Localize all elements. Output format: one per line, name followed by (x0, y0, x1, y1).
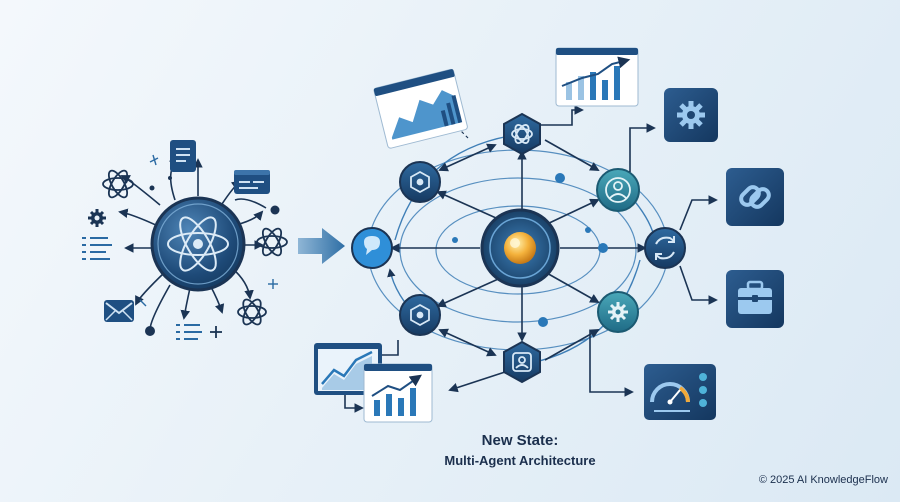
left-hub (150, 196, 246, 292)
agent-node (503, 112, 541, 156)
agent-node (399, 294, 441, 336)
agent-node (596, 168, 640, 212)
spoke (544, 271, 600, 303)
orbit-arrow (394, 131, 517, 241)
right-system (314, 47, 784, 423)
user-profile-icon (605, 177, 631, 203)
gear-icon (608, 302, 628, 322)
caption-subtitle: Multi-Agent Architecture (444, 453, 596, 468)
toolbox-icon (738, 280, 772, 314)
orbit-ring (399, 177, 637, 323)
gear-icon (88, 209, 106, 227)
spoke (438, 143, 497, 172)
list-icon (82, 237, 112, 260)
output-connector (344, 395, 364, 413)
core-hub (480, 208, 560, 288)
connector (149, 284, 171, 331)
line-chart-icon (373, 68, 468, 149)
connector (135, 271, 166, 306)
cube-network-icon (410, 303, 430, 327)
atom-icon (102, 169, 134, 199)
connector (180, 287, 191, 320)
gauge-checklist-icon (650, 373, 707, 412)
output-connector (448, 371, 506, 393)
output-connector (589, 330, 634, 397)
atom-icon (167, 216, 229, 272)
atom-icon (237, 298, 267, 326)
connector (118, 208, 159, 227)
connector (234, 198, 267, 209)
transition-arrow (298, 228, 345, 264)
agent-node (351, 227, 393, 269)
list-icon (176, 324, 202, 340)
agent-node (503, 340, 541, 384)
node-dot (149, 185, 155, 191)
node-dot (585, 227, 591, 233)
output-tile (644, 364, 716, 420)
output-tile (726, 168, 784, 226)
connector (120, 175, 161, 206)
node-dot (452, 237, 458, 243)
document-icon (170, 140, 196, 172)
output-tile (664, 88, 718, 142)
user-shield-icon (512, 352, 532, 372)
spoke (436, 190, 506, 223)
spoke (544, 139, 600, 171)
cube-network-icon (410, 170, 430, 194)
output-connector (540, 105, 584, 126)
output-connector (380, 340, 399, 356)
bar-chart-icon (363, 363, 433, 423)
agent-node (597, 291, 639, 333)
agent-node (644, 227, 686, 269)
chat-bubble-icon (364, 236, 380, 255)
sparkle-icon (139, 154, 278, 307)
agent-node (399, 161, 441, 203)
link-icon (739, 185, 771, 209)
bar-chart-icon (555, 47, 639, 107)
node-dot (145, 326, 155, 336)
atom-icon (256, 227, 288, 257)
node-dot (168, 176, 172, 180)
spoke (544, 329, 600, 361)
node-dot (270, 205, 280, 215)
openai-knot-icon (511, 124, 533, 144)
spoke (436, 275, 506, 308)
envelope-icon (104, 300, 134, 322)
left-cluster (82, 140, 288, 340)
glowing-orb-icon (504, 232, 536, 264)
output-connector (679, 195, 718, 231)
spoke (544, 198, 600, 226)
output-connector (629, 123, 656, 172)
node-dot (538, 317, 548, 327)
spoke (438, 328, 497, 357)
node-dot (555, 173, 565, 183)
gear-icon (677, 101, 705, 129)
copyright-notice: © 2025 AI KnowledgeFlow (758, 474, 888, 486)
output-connector (679, 265, 718, 305)
caption-title: New State: (481, 432, 559, 449)
node-dot (598, 243, 608, 253)
sync-arrows-icon (655, 236, 675, 260)
output-tile (726, 270, 784, 328)
terminal-icon (234, 170, 270, 194)
